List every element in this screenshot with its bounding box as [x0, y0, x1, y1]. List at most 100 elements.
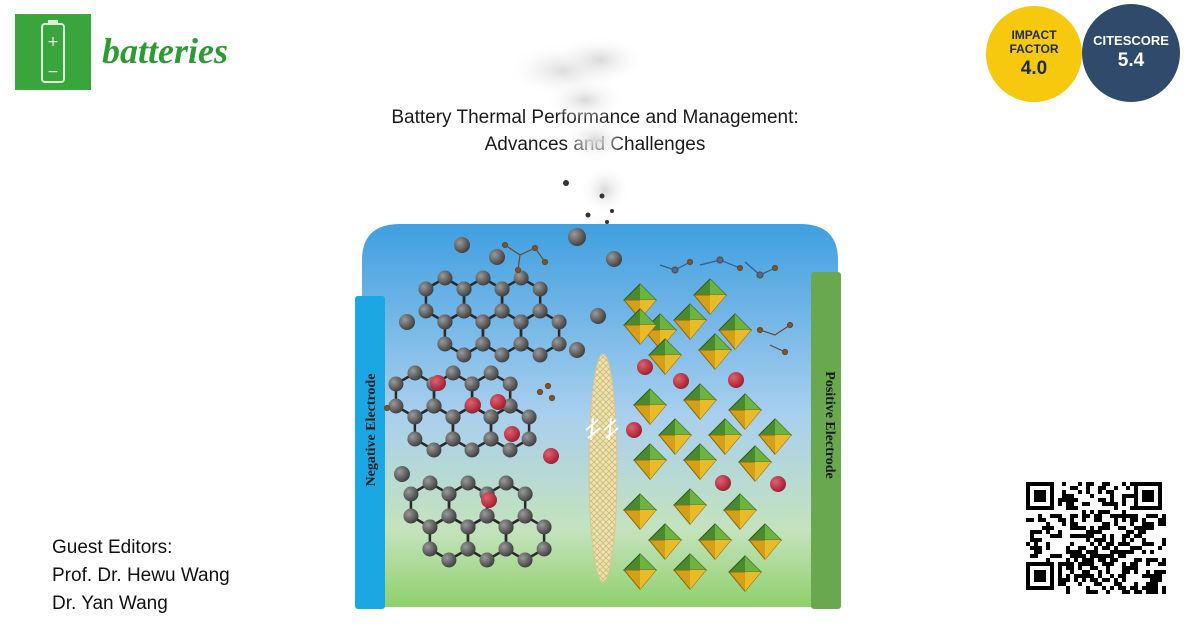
carbon-atom	[460, 475, 476, 491]
carbon-atom	[460, 541, 476, 557]
impact-factor-value: 4.0	[1020, 58, 1048, 79]
cathode-octahedron	[647, 523, 683, 560]
carbon-atom	[445, 409, 461, 425]
battery-icon: + −	[41, 20, 65, 83]
carbon-atom	[489, 249, 505, 265]
lithium-ion	[715, 475, 731, 491]
editors-heading: Guest Editors:	[52, 537, 173, 558]
carbon-atom	[437, 270, 453, 286]
separator	[585, 353, 619, 583]
lithium-ion	[465, 397, 481, 413]
carbon-atom	[441, 486, 457, 502]
carbon-atom	[569, 342, 585, 358]
carbon-atom	[502, 376, 518, 392]
carbon-atom	[498, 541, 514, 557]
carbon-atom	[422, 475, 438, 491]
carbon-atom	[483, 431, 499, 447]
lithium-ion	[673, 373, 689, 389]
cathode-octahedron	[717, 313, 753, 350]
cathode-octahedron	[747, 523, 783, 560]
carbon-atom	[441, 508, 457, 524]
lithium-ion	[504, 426, 520, 442]
cathode-octahedron	[647, 338, 683, 375]
lithium-ions	[430, 359, 786, 508]
cathode-octahedron	[622, 493, 658, 530]
carbon-atom	[521, 409, 537, 425]
lithium-ion	[626, 422, 642, 438]
carbon-atom	[483, 409, 499, 425]
lithium-ion	[490, 394, 506, 410]
carbon-atom	[407, 365, 423, 381]
editor-name-2: Dr. Yan Wang	[52, 593, 168, 614]
cathode-octahedron	[622, 308, 658, 345]
carbon-atom	[521, 431, 537, 447]
lithium-ion	[543, 448, 559, 464]
carbon-atom	[498, 519, 514, 535]
carbon-atom	[403, 486, 419, 502]
carbon-atom	[494, 281, 510, 297]
carbon-atom	[517, 486, 533, 502]
carbon-atom	[479, 508, 495, 524]
negative-electrode	[355, 296, 385, 609]
guest-editors: Guest Editors: Prof. Dr. Hewu Wang Dr. Y…	[52, 534, 230, 618]
carbon-atom	[464, 376, 480, 392]
cathode-octahedron	[757, 418, 793, 455]
carbon-atom	[456, 281, 472, 297]
carbon-atom	[494, 303, 510, 319]
lithium-ion	[637, 359, 653, 375]
carbon-atom	[532, 347, 548, 363]
carbon-atom	[422, 541, 438, 557]
citescore-value: 5.4	[1117, 50, 1145, 71]
citescore-badge: CITESCORE 5.4	[1082, 4, 1180, 102]
cathode-octahedron	[727, 393, 763, 430]
carbon-atom	[456, 347, 472, 363]
carbon-atom	[418, 281, 434, 297]
lithium-ion	[770, 476, 786, 492]
cathode-octahedron	[622, 553, 658, 590]
carbon-atom	[422, 519, 438, 535]
lithium-ion	[728, 372, 744, 388]
carbon-atom	[460, 519, 476, 535]
carbon-atom	[464, 442, 480, 458]
cathode-octahedron	[632, 443, 668, 480]
carbon-atom	[445, 431, 461, 447]
cathode-octahedron	[632, 388, 668, 425]
impact-factor-label-1: IMPACT	[1011, 28, 1057, 42]
journal-logo: + −	[15, 14, 91, 90]
cathode-octahedron	[692, 278, 728, 315]
cathode-octahedron	[737, 445, 773, 482]
carbon-atom	[517, 552, 533, 568]
carbon-atom	[502, 442, 518, 458]
editor-name-1: Prof. Dr. Hewu Wang	[52, 565, 230, 586]
carbon-atom	[551, 336, 567, 352]
carbon-atom	[388, 376, 404, 392]
cathode-octahedron	[727, 555, 763, 592]
minus-sign: −	[47, 64, 59, 80]
cathode-octahedron	[672, 488, 708, 525]
citescore-label: CITESCORE	[1093, 33, 1169, 48]
journal-name: batteries	[102, 31, 228, 71]
cathode-octahedron	[682, 383, 718, 420]
carbon-atom	[494, 347, 510, 363]
carbon-atom	[513, 336, 529, 352]
carbon-atom	[399, 314, 415, 330]
carbon-atom	[475, 336, 491, 352]
carbon-atom	[513, 314, 529, 330]
carbon-atom	[407, 431, 423, 447]
carbon-atom	[502, 398, 518, 414]
positive-electrode-label: Positive Electrode	[822, 371, 837, 478]
carbon-atom	[475, 314, 491, 330]
carbon-atom	[454, 237, 470, 253]
carbon-atom	[407, 409, 423, 425]
carbon-atom	[532, 281, 548, 297]
cathode-octahedron	[707, 418, 743, 455]
carbon-atom	[426, 398, 442, 414]
carbon-atom	[513, 270, 529, 286]
qr-code	[1026, 482, 1166, 594]
cathode-octahedron	[682, 443, 718, 480]
carbon-atom	[403, 508, 419, 524]
carbon-atom	[426, 442, 442, 458]
plus-sign: +	[47, 34, 59, 50]
carbon-atom	[532, 303, 548, 319]
carbon-atom	[551, 314, 567, 330]
